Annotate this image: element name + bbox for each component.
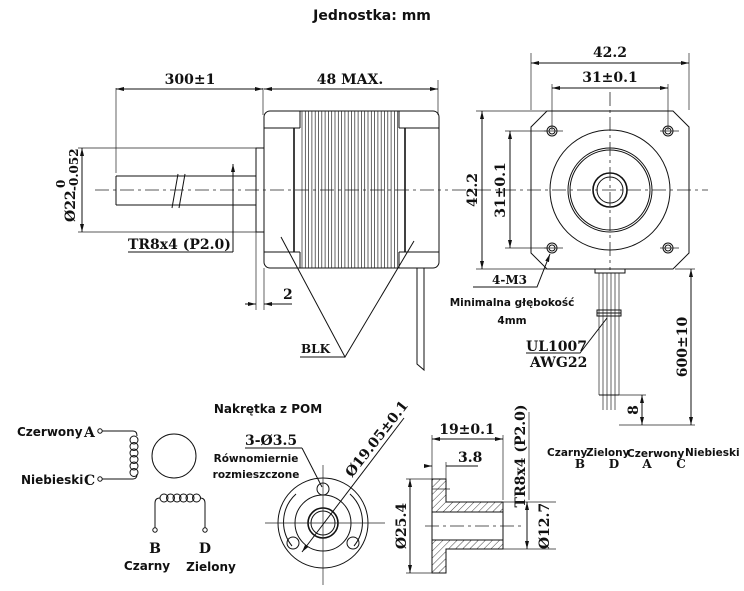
table-color-2: Czerwony (627, 448, 685, 460)
wire-green-letter: D (199, 541, 211, 557)
dim-strip-length: 8 (626, 405, 642, 415)
nut-flange-thickness: 3.8 (458, 450, 482, 466)
dim-boss-height: 2 (283, 287, 293, 303)
coil-loop (166, 493, 175, 503)
dim-boss-diameter: Ø22 (63, 190, 79, 222)
dim-body-length: 48 MAX. (317, 72, 383, 88)
wiring-diagram: Czerwony A Niebieski C B D Czarny Zielon… (17, 425, 236, 574)
nut-thread: TR8x4 (P2.0) (513, 405, 529, 508)
min-depth-line-1: Minimalna głębokość (450, 297, 575, 309)
lead-screw (115, 175, 256, 206)
holes-leader (301, 447, 323, 488)
wire-black-label: Czarny (124, 559, 170, 573)
color-table: Czarny B Zielony D Czerwony A Niebieski … (547, 447, 740, 471)
motor-flange (530, 110, 690, 270)
thread-label: TR8x4 (P2.0) (128, 237, 231, 253)
table-letter-1: D (609, 457, 619, 471)
nut-section: 19±0.1 3.8 Ø25.4 TR8x4 (P2.0) Ø12.7 (394, 405, 556, 574)
terminal-c (97, 476, 103, 482)
page-title: Jednostka: mm (312, 8, 431, 24)
dim-hole-spacing-h: 31±0.1 (582, 70, 638, 86)
nut-holes-label: 3-Ø3.5 (245, 433, 297, 449)
pitch-dia-leader (301, 417, 405, 553)
table-letter-2: A (641, 457, 652, 471)
coil-loop (159, 493, 169, 503)
dim-cable-length: 300±1 (165, 72, 216, 88)
terminal-b (152, 527, 158, 533)
holes-note-2: rozmieszczone (213, 469, 300, 481)
wire-type-2: AWG22 (529, 355, 587, 371)
side-view: 300±1 48 MAX. Ø22 0 -0.052 (54, 72, 448, 372)
nut-pitch-circle: Ø19.05±0.1 (343, 398, 412, 480)
dim-width: 42.2 (593, 45, 627, 61)
wire-leader (526, 317, 608, 354)
min-depth-line-2: 4mm (497, 315, 526, 327)
wire-type-1: UL1007 (526, 339, 587, 355)
wire-connector (594, 268, 626, 274)
table-letter-3: C (676, 457, 686, 471)
mount-hole-label: 4-M3 (492, 273, 527, 287)
coil-loop (172, 493, 182, 503)
coil-ac (129, 435, 139, 477)
lead-wires (596, 273, 622, 410)
m3-leader (473, 253, 551, 288)
dim-boss-tol-upper: 0 (54, 180, 68, 188)
section-bore (431, 511, 504, 541)
table-color-1: Zielony (586, 447, 630, 459)
rotor-symbol (151, 433, 197, 479)
wire-red-label: Czerwony (17, 425, 83, 439)
cable-side (416, 268, 425, 372)
coil-loop (192, 493, 201, 503)
coil-loop (129, 468, 139, 477)
nut-flange-diameter: Ø25.4 (394, 503, 410, 550)
coil-loop (185, 493, 195, 503)
wire-black-letter: B (149, 541, 161, 557)
terminal-a (97, 428, 103, 434)
nut-hole-3 (346, 536, 360, 550)
cooling-fins (301, 111, 399, 268)
break-mark (171, 173, 186, 209)
dim-hole-spacing-v: 31±0.1 (493, 162, 509, 218)
nut-title: Nakrętka z POM (214, 402, 322, 416)
coil-loop (129, 461, 139, 471)
coil-loop (129, 435, 139, 445)
coil-bd (159, 493, 201, 503)
nut-body-diameter: Ø12.7 (537, 503, 553, 549)
blk-label: BLK (301, 342, 331, 356)
coil-loop (129, 455, 139, 464)
coil-loop (129, 448, 139, 458)
coil-loop (129, 442, 139, 451)
coil-loop (179, 493, 188, 503)
table-color-3: Niebieski (685, 447, 740, 459)
section-upper (431, 478, 504, 513)
dim-height: 42.2 (465, 173, 481, 207)
wire-blue-label: Niebieski (21, 473, 83, 487)
pitch-arcs (283, 493, 363, 547)
wire-green-label: Zielony (186, 560, 236, 574)
wire-blue-letter: C (84, 473, 95, 489)
holes-note-1: Równomiernie (214, 453, 299, 465)
table-letter-0: B (575, 457, 585, 471)
nut-hole-2 (286, 536, 300, 550)
nut-length: 19±0.1 (439, 422, 495, 438)
terminal-d (202, 527, 208, 533)
mount-holes (544, 125, 679, 254)
dim-boss-tol-lower: -0.052 (67, 148, 81, 191)
dim-lead-length: 600±10 (675, 317, 691, 378)
front-view: 42.2 31±0.1 42.2 31±0.1 (450, 45, 708, 426)
wire-red-letter: A (83, 425, 96, 441)
coil-b-leads (154, 497, 206, 528)
nut-front-view: Nakrętka z POM 3-Ø3.5 Równomiernie rozmi… (213, 398, 412, 585)
coil-a-leads (102, 430, 138, 480)
table-color-0: Czarny (547, 447, 588, 459)
section-lower (431, 539, 504, 574)
